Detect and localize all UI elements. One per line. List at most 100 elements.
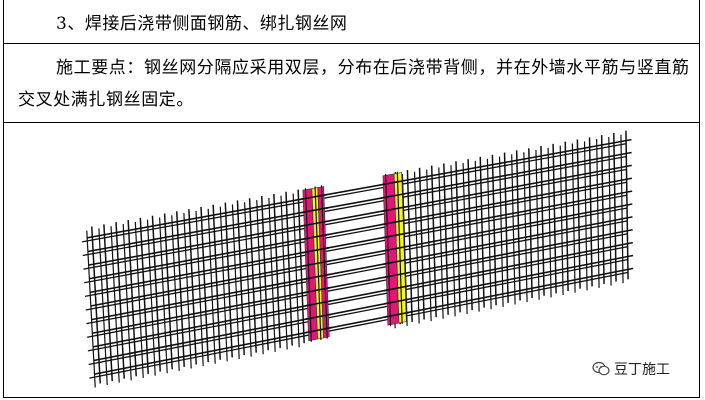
vertical-rebar-back xyxy=(207,208,216,364)
mesh-front-layer xyxy=(86,130,634,384)
strip-crossbar xyxy=(384,298,409,305)
vertical-rebar xyxy=(103,224,113,382)
vertical-rebar-back xyxy=(280,195,288,350)
vertical-rebar-back xyxy=(122,224,132,381)
vertical-rebar-back xyxy=(134,221,144,378)
vertical-rebar xyxy=(248,198,257,353)
strip-crossbar xyxy=(384,311,409,318)
vertical-rebar xyxy=(479,156,485,308)
vertical-rebar xyxy=(273,193,281,348)
notes-row: 施工要点：钢丝网分隔应采用双层，分布在后浇带背侧，并在外墙水平筋与竖直筋交叉处满… xyxy=(4,44,699,123)
strip-crossbar xyxy=(302,246,330,254)
vertical-rebar xyxy=(115,222,125,379)
strip-crossbar xyxy=(382,232,407,239)
vertical-rebar xyxy=(175,211,185,367)
strip-crossbar xyxy=(305,326,333,334)
vertical-rebar xyxy=(600,135,605,284)
strip-crossbar xyxy=(304,300,332,307)
vertical-rebar-back xyxy=(498,156,504,307)
vertical-rebar xyxy=(127,219,137,377)
vertical-rebar xyxy=(576,139,581,289)
vertical-rebar-back xyxy=(450,165,456,317)
vertical-rebar xyxy=(224,202,233,358)
chat-bubble-icon xyxy=(592,361,610,376)
vertical-rebar xyxy=(491,154,497,306)
vertical-rebar-back xyxy=(171,215,180,371)
vertical-rebar xyxy=(613,132,617,282)
document-table: 3、焊接后浇带侧面钢筋、绑扎钢丝网 施工要点：钢丝网分隔应采用双层，分布在后浇带… xyxy=(3,0,700,398)
strip-crossbar xyxy=(383,285,409,292)
vertical-rebar xyxy=(418,167,425,320)
vertical-rebar-back xyxy=(195,210,204,367)
strip-crossbar xyxy=(380,192,406,199)
vertical-rebar-back xyxy=(413,171,420,324)
vertical-rebar xyxy=(188,209,197,365)
vertical-rebar xyxy=(528,148,533,299)
vertical-rebar xyxy=(297,189,305,344)
vertical-rebar-back xyxy=(559,145,564,296)
vertical-rebar-back xyxy=(243,202,252,357)
vertical-rebar-back xyxy=(523,152,528,303)
vertical-rebar-back xyxy=(292,193,300,348)
vertical-rebar-back xyxy=(268,197,276,352)
vertical-rebar xyxy=(200,206,209,363)
heading-row: 3、焊接后浇带侧面钢筋、绑扎钢丝网 xyxy=(4,0,699,44)
vertical-rebar-back xyxy=(596,139,600,288)
horizontal-rebar-back xyxy=(81,142,627,243)
vertical-rebar-back xyxy=(438,167,444,319)
vertical-rebar-back xyxy=(583,141,588,291)
strip-crossbar xyxy=(300,207,328,214)
vertical-rebar-back xyxy=(401,173,408,326)
vertical-rebar xyxy=(552,143,557,294)
vertical-rebar xyxy=(163,213,173,370)
vertical-rebar xyxy=(91,226,101,384)
vertical-rebar xyxy=(151,215,161,372)
vertical-rebar-back xyxy=(547,147,552,298)
strip-crossbar xyxy=(303,273,331,281)
watermark: 豆丁施工 xyxy=(592,359,670,379)
watermark-brand: 豆丁施工 xyxy=(614,362,670,378)
vertical-rebar xyxy=(503,152,509,303)
strip-crossbar xyxy=(381,206,406,213)
vertical-rebar-back xyxy=(110,226,120,383)
vertical-rebar-back xyxy=(535,150,540,300)
strip-crossbar xyxy=(301,220,329,227)
vertical-rebar xyxy=(260,196,269,351)
vertical-rebar xyxy=(467,159,473,311)
strip-crossbar xyxy=(380,179,405,186)
strip-crossbar xyxy=(305,313,332,321)
strip-crossbar xyxy=(382,245,407,252)
strip-crossbar xyxy=(300,193,328,201)
vertical-rebar xyxy=(625,130,629,280)
vertical-rebar xyxy=(139,217,149,375)
vertical-rebar-back xyxy=(474,160,480,312)
vertical-rebar-back xyxy=(571,143,576,293)
vertical-rebar xyxy=(212,204,221,360)
vertical-rebar xyxy=(588,137,593,287)
vertical-rebar xyxy=(236,200,245,356)
vertical-rebar-back xyxy=(86,230,96,388)
rebar-mesh-illustration xyxy=(81,130,634,388)
strip-crossbar xyxy=(301,233,329,241)
strip-crossbar xyxy=(303,286,331,294)
vertical-rebar-back xyxy=(183,213,192,369)
vertical-rebar xyxy=(285,191,293,346)
vertical-rebar-back xyxy=(511,154,516,305)
strip-crossbar xyxy=(302,260,330,267)
vertical-rebar-back xyxy=(256,200,264,355)
construction-notes: 施工要点：钢丝网分隔应采用双层，分布在后浇带背侧，并在外墙水平筋与竖直筋交叉处满… xyxy=(18,58,690,110)
strip-crossbar xyxy=(383,272,408,279)
vertical-rebar-back xyxy=(426,169,432,322)
vertical-rebar-back xyxy=(231,204,240,360)
vertical-rebar xyxy=(406,169,413,322)
strip-crossbar xyxy=(381,219,406,226)
vertical-rebar-back xyxy=(219,206,228,362)
vertical-rebar-back xyxy=(486,158,492,310)
vertical-rebar xyxy=(443,163,449,315)
vertical-rebar xyxy=(455,161,461,313)
vertical-rebar xyxy=(430,165,437,318)
horizontal-rebar-back xyxy=(82,155,627,257)
vertical-rebar xyxy=(564,141,569,292)
mesh-back-layer xyxy=(81,134,629,388)
vertical-rebar-back xyxy=(98,228,108,386)
